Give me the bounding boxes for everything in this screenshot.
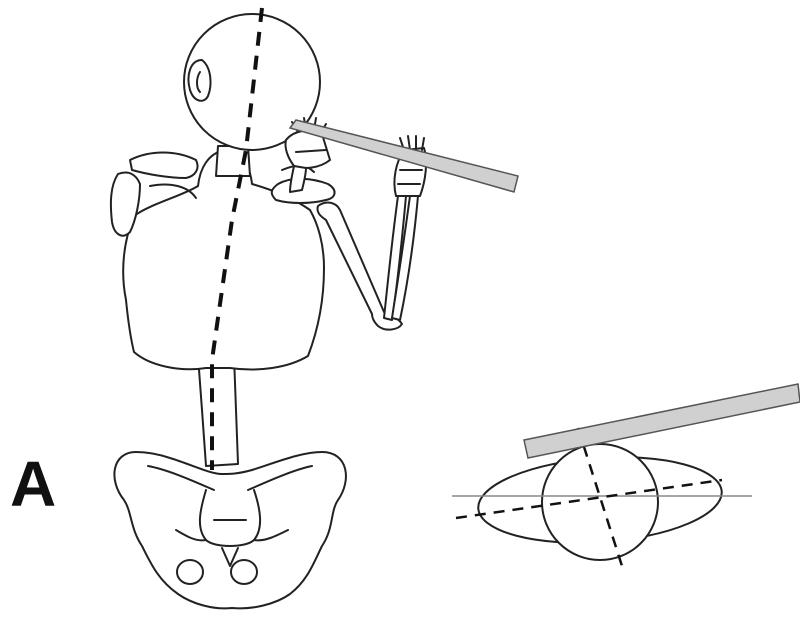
- inset-top-view: [452, 384, 800, 566]
- right-forearm: [384, 196, 418, 320]
- skeleton-figure: [111, 8, 426, 608]
- lumbar-spine: [198, 356, 238, 466]
- panel-label: A: [10, 452, 56, 516]
- inset-flute: [524, 384, 800, 458]
- pelvis: [114, 452, 346, 608]
